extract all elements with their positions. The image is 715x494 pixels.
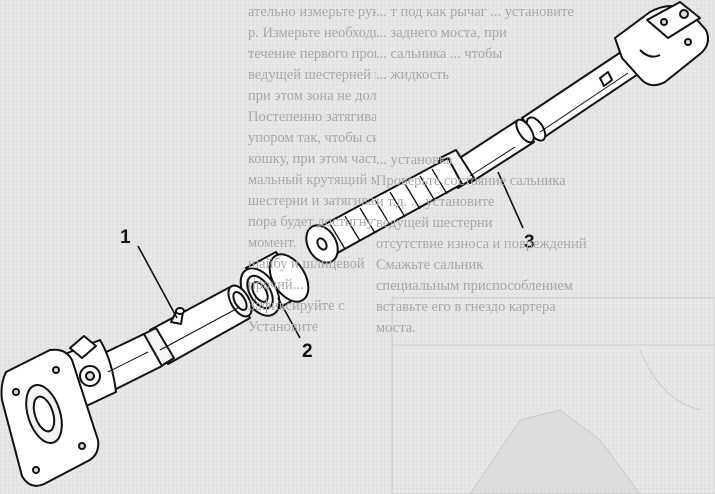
- bg-right-mid-line: специальным приспособлением: [376, 278, 573, 294]
- bg-right-top-line: ... сальника ... чтобы: [376, 46, 503, 62]
- bg-right-mid-line: Смажьте сальник: [376, 257, 484, 273]
- callout-label-3: 3: [524, 232, 535, 253]
- bg-left-line: шестерни и затягивайте: [248, 193, 376, 209]
- bg-right-mid-line: отсутствие износа и повреждений: [376, 236, 587, 252]
- bg-right-top-line: ... жидкость: [376, 67, 449, 83]
- bg-left-line: ведущей шестерней и рулевой: [248, 67, 376, 83]
- background-text-right-top: ... т под как рычаг ... установите ... за…: [376, 2, 715, 86]
- bg-left-line: упором так, чтобы сила: [248, 130, 376, 146]
- bg-left-line: при этом зона не должна: [248, 88, 376, 104]
- leader-1: [137, 245, 178, 319]
- bg-left-line: Установите: [248, 319, 319, 335]
- bg-left-line: мальный крутящий момент: [248, 172, 376, 188]
- leader-2: [277, 297, 301, 339]
- callout-label-2: 2: [302, 341, 313, 362]
- callout-label-1: 1: [120, 227, 131, 248]
- bg-left-line: шайбу и шлицевой: [248, 256, 365, 272]
- background-figure-box: [391, 297, 715, 494]
- bg-right-mid-line: моста.: [376, 320, 416, 336]
- bg-right-mid-line: ... установка: [376, 152, 453, 168]
- bg-left-line: Постепенно затягивайте гайку: [248, 109, 376, 125]
- bg-right-top-line: ... заднего моста, при: [376, 25, 507, 41]
- bg-left-line: пора будет достигнут: [248, 214, 376, 230]
- bg-left-line: момент.: [248, 235, 297, 251]
- part-1-front-shaft: [0, 284, 253, 487]
- bg-left-line: р. Измерьте необходимо: [248, 25, 376, 41]
- bg-right-mid-line: ведущей шестерни: [376, 215, 493, 231]
- bg-right-mid-line: и т.д. ... установите: [376, 194, 495, 210]
- background-text-left: ательно измерьте рукой... р. Измерьте нео…: [248, 2, 376, 338]
- bg-left-line: течение первого провора: [248, 46, 376, 62]
- bg-left-line: прочий...: [248, 277, 304, 293]
- bg-left-line: Зафиксируйте с: [248, 298, 345, 314]
- bg-right-mid-line: Проверьте состояние сальника: [376, 173, 566, 189]
- callout-leaders: [137, 171, 524, 339]
- leader-3: [497, 171, 524, 229]
- bg-right-top-line: ... т под как рычаг ... установите: [376, 4, 574, 20]
- bg-left-line: кошку, при этом часто: [248, 151, 376, 167]
- bg-left-line: ательно измерьте рукой...: [248, 4, 376, 20]
- part-3-splined-shaft: [305, 1, 709, 264]
- bg-right-mid-line: вставьте его в гнездо картера: [376, 299, 556, 315]
